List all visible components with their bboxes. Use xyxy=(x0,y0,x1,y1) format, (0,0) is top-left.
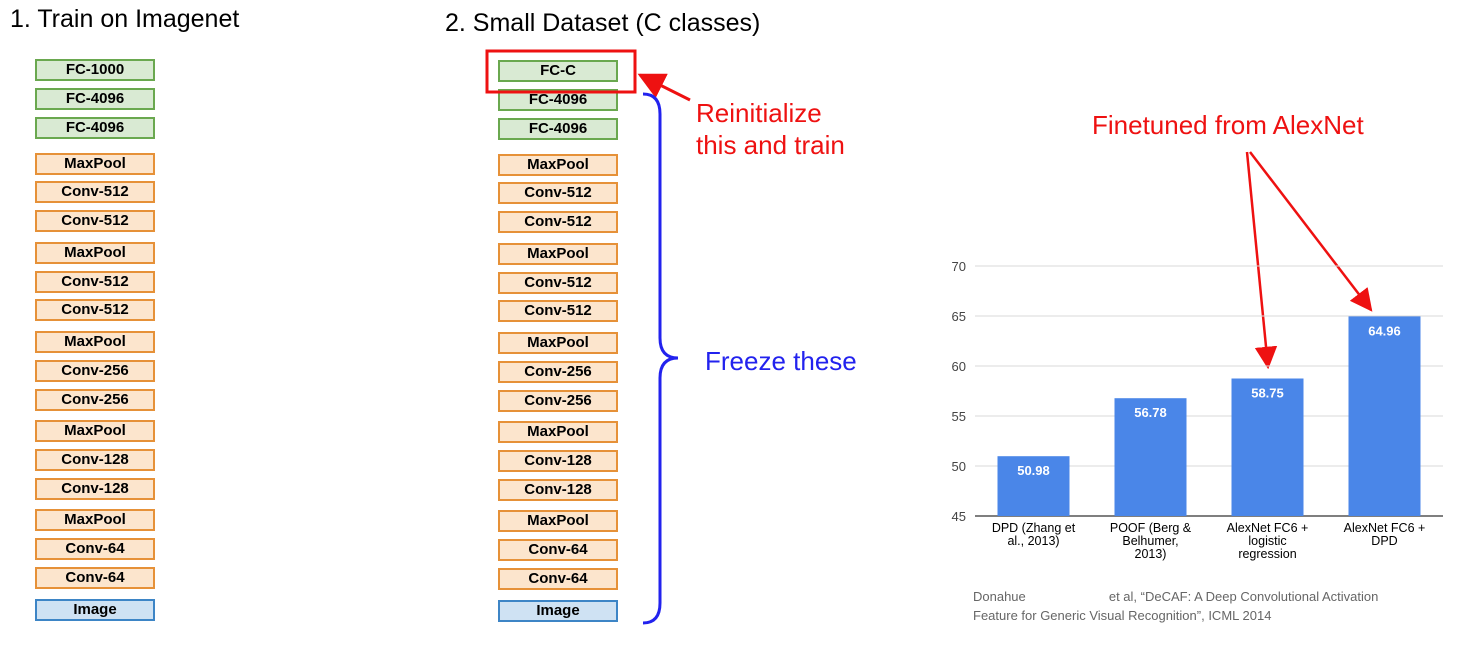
x-category-label: logistic xyxy=(1248,534,1286,548)
middle-layer-conv-128: Conv-128 xyxy=(498,478,618,501)
reinitialize-line-1: Reinitialize xyxy=(696,98,822,128)
middle-layer-conv-64: Conv-64 xyxy=(498,568,618,590)
bar-value-label: 58.75 xyxy=(1251,386,1284,401)
y-tick-label: 45 xyxy=(952,509,966,524)
left-layer-maxpool: MaxPool xyxy=(35,509,155,532)
left-layer-maxpool: MaxPool xyxy=(35,420,155,443)
x-category-label: regression xyxy=(1238,547,1296,561)
middle-layer-maxpool: MaxPool xyxy=(498,242,618,265)
bar-value-label: 56.78 xyxy=(1134,405,1167,420)
chart-y-ticks: 45 50 55 60 65 70 xyxy=(952,259,966,524)
y-tick-label: 65 xyxy=(952,309,966,324)
left-panel-title: 1. Train on Imagenet xyxy=(10,5,240,33)
middle-layer-conv-512: Conv-512 xyxy=(498,182,618,205)
middle-layer-fc-4096: FC-4096 xyxy=(498,117,618,140)
middle-layer-fc-c: FC-C xyxy=(498,60,618,82)
middle-panel-title: 2. Small Dataset (C classes) xyxy=(445,9,761,37)
left-layer-conv-512: Conv-512 xyxy=(35,210,155,233)
y-tick-label: 50 xyxy=(952,459,966,474)
middle-layer-maxpool: MaxPool xyxy=(498,153,618,176)
reinitialize-line-2: this and train xyxy=(696,130,845,160)
x-category-label: 2013) xyxy=(1135,547,1167,561)
left-layer-maxpool: MaxPool xyxy=(35,331,155,353)
middle-layer-maxpool: MaxPool xyxy=(498,421,618,444)
left-layer-conv-128: Conv-128 xyxy=(35,449,155,471)
reinitialize-annotation: Reinitialize this and train xyxy=(696,97,845,161)
bar-1 xyxy=(1114,398,1187,516)
left-layer-fc-4096: FC-4096 xyxy=(35,87,155,110)
bar-value-label: 50.98 xyxy=(1017,463,1050,478)
left-layer-conv-512: Conv-512 xyxy=(35,181,155,204)
x-category-label: AlexNet FC6 + xyxy=(1227,521,1309,535)
finetuned-annotation: Finetuned from AlexNet xyxy=(1092,110,1364,140)
left-layer-image: Image xyxy=(35,598,155,621)
middle-layer-image: Image xyxy=(498,599,618,622)
x-category-label: al., 2013) xyxy=(1007,534,1059,548)
citation-line-1: Donahue et al, “DeCAF: A Deep Convolutio… xyxy=(973,589,1379,604)
left-layer-conv-512: Conv-512 xyxy=(35,270,155,293)
x-category-label: DPD (Zhang et xyxy=(992,521,1076,535)
finetuned-arrow-1 xyxy=(1245,151,1278,370)
x-category-label: Belhumer, xyxy=(1122,534,1178,548)
x-category-label: POOF (Berg & xyxy=(1110,521,1192,535)
x-category-label: DPD xyxy=(1371,534,1397,548)
middle-layer-conv-256: Conv-256 xyxy=(498,389,618,412)
middle-layer-conv-256: Conv-256 xyxy=(498,360,618,383)
chart-bars: 50.98 56.78 58.75 64.96 xyxy=(997,316,1421,516)
citation-line-2: Feature for Generic Visual Recognition”,… xyxy=(973,608,1272,623)
middle-layer-conv-512: Conv-512 xyxy=(498,271,618,294)
left-layer-conv-64: Conv-64 xyxy=(35,538,155,561)
left-layer-conv-256: Conv-256 xyxy=(35,388,155,411)
left-layer-conv-64: Conv-64 xyxy=(35,567,155,589)
middle-layer-conv-512: Conv-512 xyxy=(498,300,618,323)
bar-value-label: 64.96 xyxy=(1368,323,1401,338)
middle-layer-conv-128: Conv-128 xyxy=(498,450,618,472)
bar-0 xyxy=(997,456,1070,516)
middle-layer-maxpool: MaxPool xyxy=(498,510,618,533)
middle-layer-maxpool: MaxPool xyxy=(498,332,618,354)
reinit-highlight-box xyxy=(485,49,637,94)
left-layer-conv-128: Conv-128 xyxy=(35,477,155,500)
y-tick-label: 60 xyxy=(952,359,966,374)
freeze-brace xyxy=(642,92,679,625)
left-layer-fc-1000: FC-1000 xyxy=(35,59,155,81)
middle-layer-fc-4096: FC-4096 xyxy=(498,88,618,111)
left-layer-maxpool: MaxPool xyxy=(35,241,155,264)
freeze-annotation: Freeze these xyxy=(705,346,857,376)
citation: Donahue et al, “DeCAF: A Deep Convolutio… xyxy=(973,587,1453,625)
middle-layer-conv-64: Conv-64 xyxy=(498,539,618,562)
reinit-arrow xyxy=(637,73,691,102)
y-tick-label: 70 xyxy=(952,259,966,274)
bar-3 xyxy=(1348,316,1421,516)
middle-layer-conv-512: Conv-512 xyxy=(498,211,618,234)
x-category-label: AlexNet FC6 + xyxy=(1344,521,1426,535)
left-layer-maxpool: MaxPool xyxy=(35,152,155,175)
finetuned-arrow-2 xyxy=(1249,151,1373,312)
bar-2 xyxy=(1231,378,1304,516)
left-layer-conv-512: Conv-512 xyxy=(35,299,155,322)
y-tick-label: 55 xyxy=(952,409,966,424)
left-layer-conv-256: Conv-256 xyxy=(35,359,155,382)
left-layer-fc-4096: FC-4096 xyxy=(35,116,155,139)
